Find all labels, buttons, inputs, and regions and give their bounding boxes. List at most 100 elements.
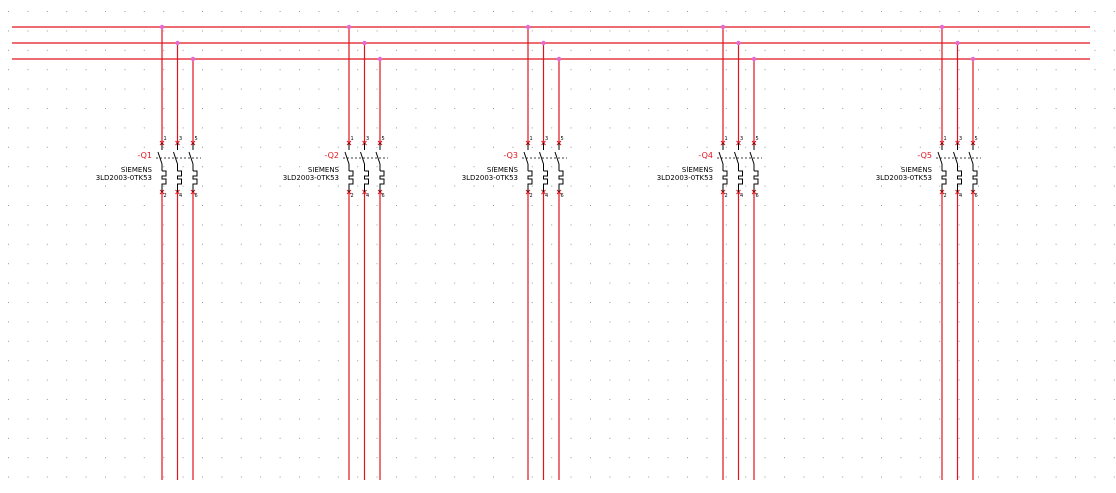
grid-dot: [337, 340, 339, 342]
manufacturer-label: SIEMENS: [682, 166, 714, 174]
grid-dot: [997, 185, 999, 187]
grid-dot: [784, 11, 785, 12]
grid-dot: [939, 224, 941, 226]
grid-dot: [725, 30, 727, 32]
contact-blade: [360, 151, 365, 165]
grid-dot: [919, 49, 921, 51]
contact-blade: [188, 151, 194, 165]
grid-dot: [279, 224, 281, 226]
grid-dot: [143, 30, 145, 32]
grid-dot: [590, 108, 591, 109]
grid-dot: [318, 30, 320, 32]
grid-dot: [687, 88, 688, 90]
grid-dot: [1113, 418, 1115, 420]
grid-dot: [337, 399, 339, 400]
grid-dot: [396, 69, 397, 71]
grid-dot: [919, 243, 921, 245]
grid-dot: [1113, 457, 1115, 459]
grid-dot: [260, 379, 262, 381]
grid-dot: [454, 302, 456, 303]
grid-dot: [357, 166, 359, 168]
grid-dot: [958, 108, 960, 109]
grid-dot: [590, 379, 591, 381]
grid-dot: [861, 476, 863, 478]
grid-dot: [202, 379, 203, 381]
grid-dot: [493, 243, 494, 245]
grid-dot: [551, 127, 553, 129]
grid-dot: [512, 340, 514, 342]
grid-dot: [27, 88, 29, 90]
grid-dot: [900, 11, 902, 12]
grid-dot: [648, 476, 650, 478]
grid-dot: [46, 418, 48, 420]
grid-dot: [570, 282, 572, 284]
bottom-pin-number: 2: [164, 193, 167, 199]
grid-dot: [628, 321, 630, 323]
grid-dot: [396, 302, 397, 303]
grid-dot: [531, 399, 533, 400]
grid-dot: [434, 418, 436, 420]
grid-dot: [182, 243, 184, 245]
grid-dot: [124, 399, 126, 400]
grid-dot: [260, 418, 262, 420]
junction-dot: [175, 40, 180, 46]
grid-dot: [27, 30, 29, 32]
grid-dot: [8, 282, 9, 284]
grid-dot: [163, 11, 165, 12]
grid-dot: [182, 399, 184, 400]
grid-dot: [900, 360, 902, 362]
grid-dot: [240, 224, 242, 226]
grid-dot: [337, 224, 339, 226]
grid-dot: [570, 243, 572, 245]
grid-dot: [357, 457, 359, 459]
grid-dot: [1113, 205, 1115, 206]
grid-dot: [240, 205, 242, 206]
grid-dot: [27, 127, 29, 129]
grid-dot: [337, 185, 339, 187]
grid-dot: [764, 166, 766, 168]
grid-dot: [46, 205, 48, 206]
grid-dot: [997, 321, 999, 323]
grid-dot: [143, 224, 145, 226]
grid-dot: [861, 88, 863, 90]
grid-dot: [997, 88, 999, 90]
grid-dot: [221, 49, 223, 51]
grid-dot: [861, 166, 863, 168]
grid-dot: [279, 49, 281, 51]
grid-dot: [1016, 205, 1018, 206]
grid-dot: [822, 263, 824, 265]
grid-dot: [182, 302, 184, 303]
grid-dot: [105, 282, 106, 284]
grid-dot: [861, 11, 863, 12]
grid-dot: [648, 30, 650, 32]
grid-dot: [318, 146, 320, 148]
grid-dot: [357, 49, 359, 51]
grid-dot: [105, 185, 106, 187]
grid-dot: [1055, 418, 1057, 420]
grid-dot: [551, 379, 553, 381]
grid-dot: [8, 30, 9, 32]
grid-dot: [822, 11, 824, 12]
grid-dot: [881, 457, 882, 459]
grid-dot: [473, 437, 475, 439]
grid-dot: [881, 476, 882, 478]
grid-dot: [318, 437, 320, 439]
grid-dot: [434, 340, 436, 342]
grid-dot: [240, 457, 242, 459]
grid-dot: [85, 437, 87, 439]
grid-dot: [1113, 263, 1115, 265]
grid-dot: [1075, 457, 1076, 459]
thermal-trip-element: [364, 170, 369, 192]
grid-dot: [46, 69, 48, 71]
bottom-pin-number: 4: [179, 193, 182, 199]
grid-dot: [978, 146, 979, 148]
grid-dot: [803, 30, 805, 32]
grid-dot: [279, 11, 281, 12]
grid-dot: [221, 146, 223, 148]
